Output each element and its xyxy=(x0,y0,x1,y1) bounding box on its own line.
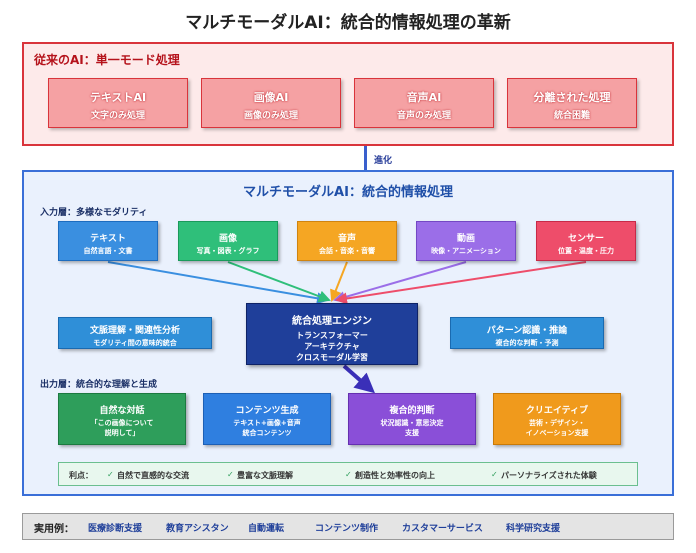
check-icon: ✓ xyxy=(491,470,498,479)
context-understanding-box: 文脈理解・関連性分析 モダリティ間の意味的統合 xyxy=(58,317,212,349)
output-layer-label: 出力層：統合的な理解と生成 xyxy=(40,380,158,390)
example-item: 自動運転 xyxy=(248,524,285,534)
input-box-title: 音声 xyxy=(337,234,356,244)
input-box-title: センサー xyxy=(567,234,604,244)
input-text-box: テキスト 自然言語・文書 xyxy=(58,221,158,261)
side-box-title: 文脈理解・関連性分析 xyxy=(89,326,180,336)
example-item: 教育アシスタン xyxy=(166,524,229,534)
check-icon: ✓ xyxy=(107,470,114,479)
output-dialogue-box: 自然な対話 「この画像について 説明して」 xyxy=(58,393,186,445)
integrated-processing-engine: 統合処理エンジン トランスフォーマー アーキテクチャ クロスモーダル学習 xyxy=(246,303,418,365)
output-box-line: 説明して」 xyxy=(104,429,140,437)
legacy-box-title: テキストAI xyxy=(89,91,147,104)
example-item: 科学研究支援 xyxy=(506,524,561,534)
engine-line: トランスフォーマー xyxy=(296,331,368,340)
benefit-item: パーソナライズされた体験 xyxy=(501,471,597,480)
legacy-audio-ai-box: 音声AI 音声のみ処理 xyxy=(354,78,494,128)
arrow-image-to-engine xyxy=(227,261,331,303)
evolution-connector xyxy=(364,146,367,170)
legacy-box-sub: 文字のみ処理 xyxy=(90,111,145,121)
input-box-sub: 自然言語・文書 xyxy=(83,247,133,255)
output-box-line: 状況認識・意思決定 xyxy=(380,419,444,427)
output-box-line: テキスト+画像+音声 xyxy=(233,419,301,427)
input-box-title: 画像 xyxy=(218,234,237,244)
arrow-engine-to-output xyxy=(342,364,376,394)
arrow-text-to-engine xyxy=(107,261,329,305)
output-content-generation-box: コンテンツ生成 テキスト+画像+音声 統合コンテンツ xyxy=(203,393,331,445)
legacy-box-title: 音声AI xyxy=(406,91,442,104)
output-box-line: 「この画像について xyxy=(90,419,154,427)
benefit-item: 豊富な文脈理解 xyxy=(237,471,293,480)
benefit-item: 創造性と効率性の向上 xyxy=(355,471,435,480)
output-box-line: イノベーション支援 xyxy=(525,429,589,437)
multimodal-title: マルチモーダルAI：統合的情報処理 xyxy=(243,185,453,200)
input-box-sub: 位置・温度・圧力 xyxy=(558,247,614,255)
input-audio-box: 音声 会話・音楽・音響 xyxy=(297,221,397,261)
legacy-text-ai-box: テキストAI 文字のみ処理 xyxy=(48,78,188,128)
check-icon: ✓ xyxy=(345,470,352,479)
legacy-box-sub: 画像のみ処理 xyxy=(243,111,298,121)
side-box-sub: モダリティ間の意味的統合 xyxy=(93,339,177,347)
benefit-item: 自然で直感的な交流 xyxy=(117,471,189,480)
input-box-sub: 会話・音楽・音響 xyxy=(319,247,375,255)
output-complex-judgment-box: 複合的判断 状況認識・意思決定 支援 xyxy=(348,393,476,445)
output-box-title: クリエイティブ xyxy=(525,406,589,416)
example-item: カスタマーサービス xyxy=(402,524,483,534)
practical-examples-bar xyxy=(22,513,674,540)
input-layer-label: 入力層：多様なモダリティ xyxy=(40,208,148,218)
input-box-title: テキスト xyxy=(90,234,126,244)
input-video-box: 動画 映像・アニメーション xyxy=(416,221,516,261)
legacy-box-sub: 音声のみ処理 xyxy=(396,111,451,121)
legacy-ai-title: 従来のAI：単一モード処理 xyxy=(34,53,180,67)
engine-line: クロスモーダル学習 xyxy=(296,353,368,362)
arrow-video-to-engine xyxy=(333,261,467,303)
engine-line: アーキテクチャ xyxy=(304,342,360,351)
arrow-audio-to-engine xyxy=(330,261,348,302)
output-box-line: 支援 xyxy=(405,429,419,437)
arrow-sensor-to-engine xyxy=(335,261,587,305)
input-sensor-box: センサー 位置・温度・圧力 xyxy=(536,221,636,261)
benefits-bar: 利点： ✓ 自然で直感的な交流 ✓ 豊富な文脈理解 ✓ 創造性と効率性の向上 ✓… xyxy=(58,462,638,486)
pattern-recognition-box: パターン認識・推論 複合的な判断・予測 xyxy=(450,317,604,349)
input-box-sub: 写真・図表・グラフ xyxy=(196,247,260,255)
input-box-sub: 映像・アニメーション xyxy=(431,247,501,255)
page-title: マルチモーダルAI：統合的情報処理の革新 xyxy=(185,13,511,33)
output-box-line: 芸術・デザイン・ xyxy=(529,419,585,427)
output-box-title: 複合的判断 xyxy=(389,406,435,416)
evolution-label: 進化 xyxy=(374,156,393,166)
output-box-title: 自然な対話 xyxy=(99,406,145,416)
benefits-label: 利点： xyxy=(69,471,93,480)
input-image-box: 画像 写真・図表・グラフ xyxy=(178,221,278,261)
output-box-title: コンテンツ生成 xyxy=(235,406,299,416)
legacy-box-title: 分離された処理 xyxy=(533,91,611,104)
side-box-title: パターン認識・推論 xyxy=(486,326,568,336)
legacy-separate-box: 分離された処理 統合困難 xyxy=(507,78,637,128)
output-creative-box: クリエイティブ 芸術・デザイン・ イノベーション支援 xyxy=(493,393,621,445)
side-box-sub: 複合的な判断・予測 xyxy=(495,339,559,347)
example-item: コンテンツ制作 xyxy=(315,524,379,534)
output-box-line: 統合コンテンツ xyxy=(242,429,292,437)
examples-label: 実用例： xyxy=(34,524,74,535)
legacy-image-ai-box: 画像AI 画像のみ処理 xyxy=(201,78,341,128)
legacy-box-title: 画像AI xyxy=(253,91,289,104)
input-box-title: 動画 xyxy=(456,234,475,244)
check-icon: ✓ xyxy=(227,470,234,479)
legacy-box-sub: 統合困難 xyxy=(553,111,590,121)
example-item: 医療診断支援 xyxy=(88,524,143,534)
engine-title: 統合処理エンジン xyxy=(292,316,372,327)
